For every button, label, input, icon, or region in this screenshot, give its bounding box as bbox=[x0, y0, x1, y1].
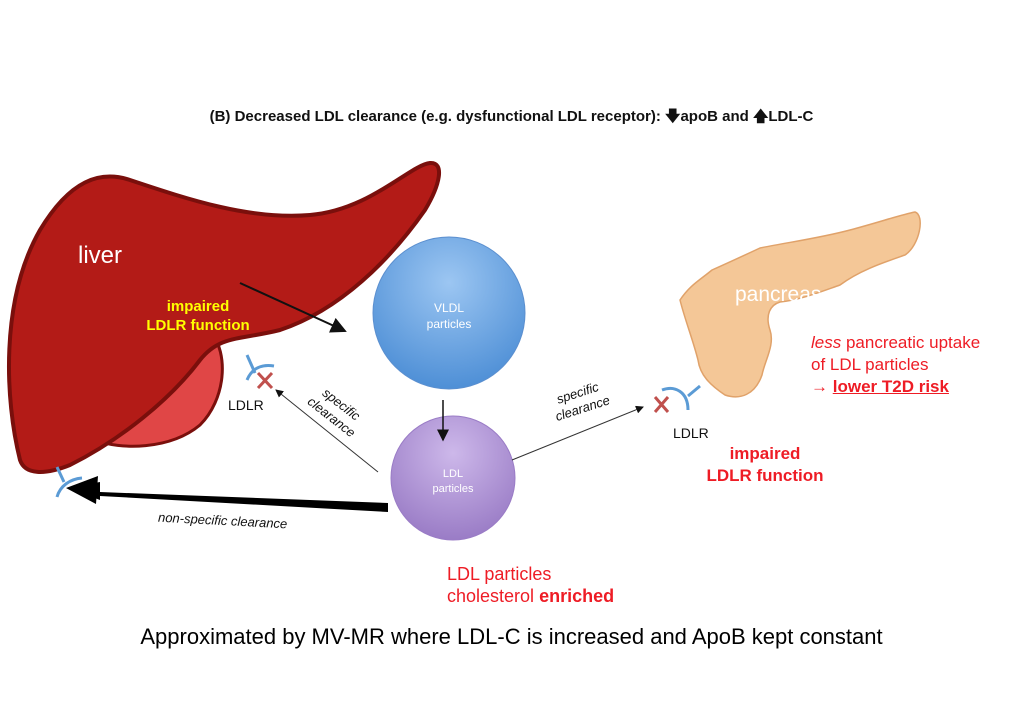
pancreas-impaired-annotation: impaired LDLR function bbox=[690, 443, 840, 487]
ldl-note-line1: LDL particles bbox=[447, 564, 552, 584]
effect-italic: less bbox=[811, 333, 842, 352]
liver-shape bbox=[6, 161, 442, 474]
vldl-circle bbox=[372, 236, 526, 390]
ldl-enriched-note: LDL particles cholesterol enriched bbox=[447, 563, 614, 607]
ldl-circle bbox=[390, 415, 516, 541]
effect-line3: lower T2D risk bbox=[832, 377, 949, 396]
pancreas-ldlr-receptor-icon bbox=[661, 384, 701, 411]
non-specific-clearance-arrow bbox=[68, 482, 388, 512]
specific-clearance-pancreas-arrow bbox=[511, 405, 644, 461]
right-arrow-icon: → bbox=[811, 377, 833, 396]
ldl-label-line1: LDL bbox=[442, 468, 464, 480]
pancreas-annotation-line1: impaired bbox=[729, 444, 801, 463]
title-ldlc: LDL-C bbox=[768, 108, 814, 125]
non-specific-arrowhead bbox=[66, 476, 98, 504]
liver-blocked-x-icon bbox=[256, 371, 274, 390]
effect-line2: of LDL particles bbox=[811, 355, 929, 374]
figure-title: (B) Decreased LDL clearance (e.g. dysfun… bbox=[0, 106, 1023, 131]
vldl-label: VLDL particles bbox=[399, 300, 499, 332]
ldl-label: LDL particles bbox=[403, 467, 503, 497]
liver-to-vldl-arrow bbox=[239, 282, 347, 333]
liver-annotation-line1: impaired bbox=[166, 298, 230, 315]
effect-line1: pancreatic uptake bbox=[841, 333, 981, 352]
pancreas-blocked-x-icon bbox=[653, 396, 670, 413]
pancreas-label: pancreas bbox=[735, 283, 822, 306]
ldl-note-line2: cholesterol bbox=[447, 586, 540, 606]
vldl-label-line2: particles bbox=[426, 317, 472, 331]
ldl-note-bold: enriched bbox=[539, 586, 615, 606]
title-prefix: (B) Decreased LDL clearance (e.g. dysfun… bbox=[209, 108, 666, 125]
ldl-label-line2: particles bbox=[432, 483, 474, 495]
liver-impaired-annotation: impaired LDLR function bbox=[138, 297, 258, 335]
down-arrow-icon: 🡇 bbox=[665, 108, 681, 125]
liver-label: liver bbox=[78, 242, 123, 269]
liver-ldlr-label: LDLR bbox=[228, 397, 264, 413]
pancreas-shape bbox=[679, 211, 921, 398]
pancreas-annotation-line2: LDLR function bbox=[706, 466, 824, 485]
title-apob: apoB and bbox=[680, 108, 753, 125]
pancreatic-uptake-note: less pancreatic uptake of LDL particles … bbox=[811, 332, 980, 398]
specific-clearance-liver-arrow bbox=[275, 389, 379, 473]
pancreas-ldlr-label: LDLR bbox=[673, 425, 709, 441]
liver-ldlr-receptor-icon bbox=[245, 354, 275, 381]
liver-lower-receptor-icon bbox=[55, 466, 83, 498]
liver-annotation-line2: LDLR function bbox=[146, 317, 250, 334]
vldl-label-line1: VLDL bbox=[433, 301, 465, 315]
figure-caption: Approximated by MV-MR where LDL-C is inc… bbox=[140, 624, 883, 649]
up-arrow-icon: 🡅 bbox=[752, 108, 769, 125]
